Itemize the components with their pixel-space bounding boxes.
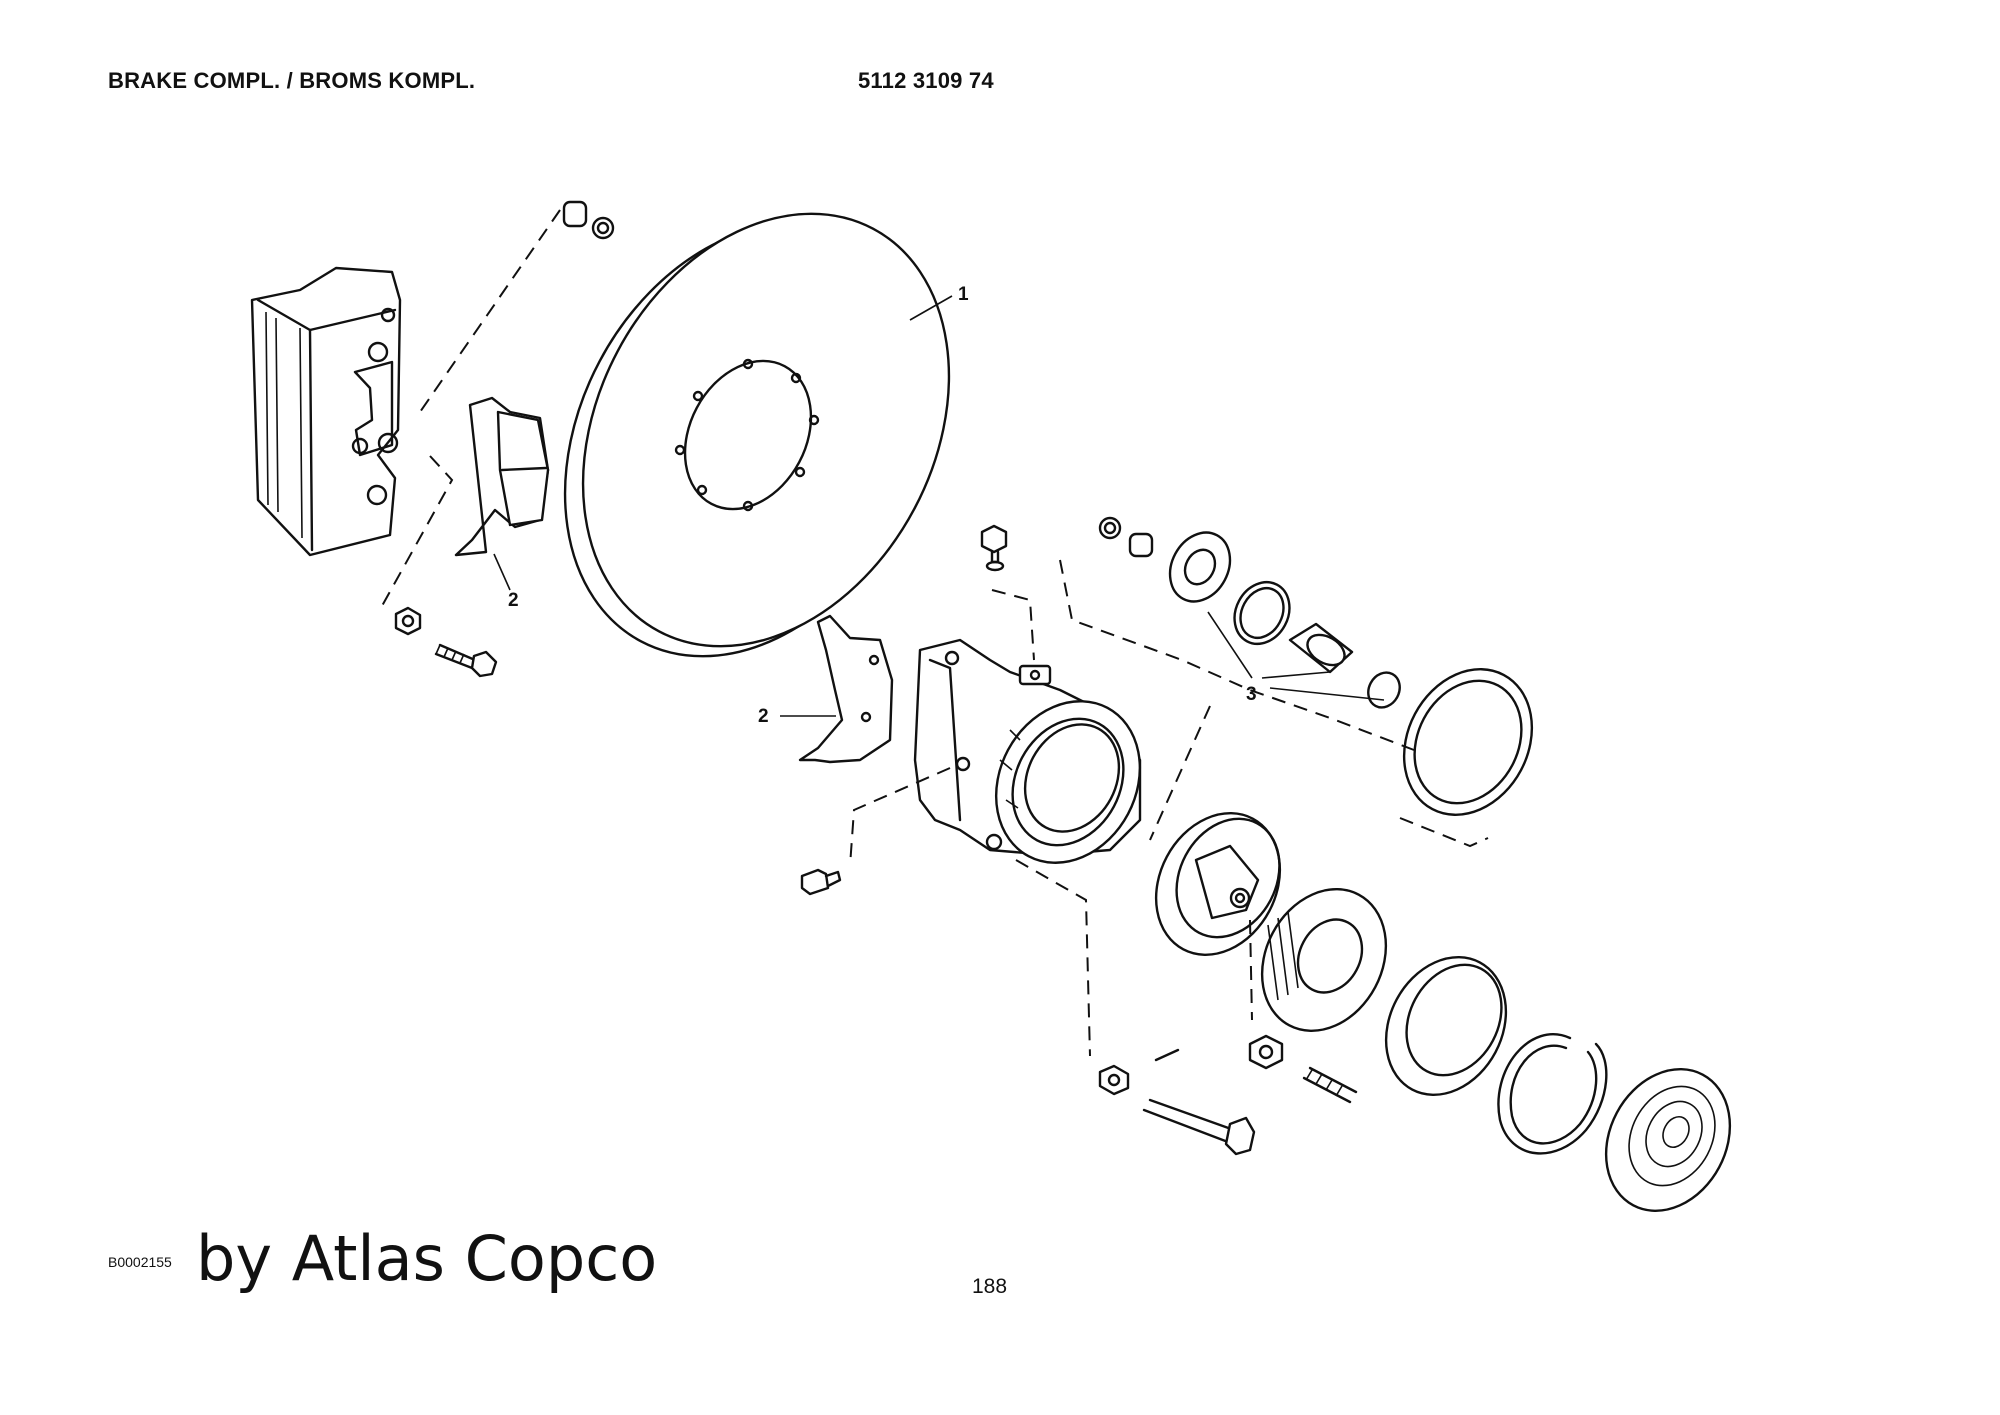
brand-watermark: by Atlas Copco [196, 1222, 658, 1295]
brake-pad-center [798, 614, 894, 764]
brake-pad-left [454, 396, 550, 557]
page-number: 188 [972, 1275, 1008, 1298]
callout-2-upper: 2 [508, 590, 519, 611]
image-code: B0002155 [108, 1254, 172, 1270]
spring-washer-pack [1260, 888, 1388, 1032]
assembly-lines [381, 209, 1489, 1057]
callout-2-lower: 2 [758, 706, 769, 727]
screw-left [800, 868, 842, 896]
callout-1: 1 [958, 284, 969, 305]
brake-disc [563, 212, 951, 658]
small-bearing-top [562, 200, 615, 240]
nut-bolt-left [394, 606, 498, 678]
bleed-screw [980, 524, 1008, 572]
callout-3: 3 [1246, 684, 1257, 705]
caliper-body [250, 266, 402, 557]
part-number: 5112 3109 74 [858, 68, 994, 93]
leader-lines [493, 295, 1385, 717]
seal-kit-parts [1098, 516, 1534, 816]
page-title: BRAKE COMPL. / BROMS KOMPL. [108, 68, 476, 93]
caliper-housing [913, 638, 1142, 864]
piston [1154, 812, 1282, 956]
lower-fasteners [1098, 1034, 1358, 1156]
end-cover-parts [1384, 956, 1732, 1212]
